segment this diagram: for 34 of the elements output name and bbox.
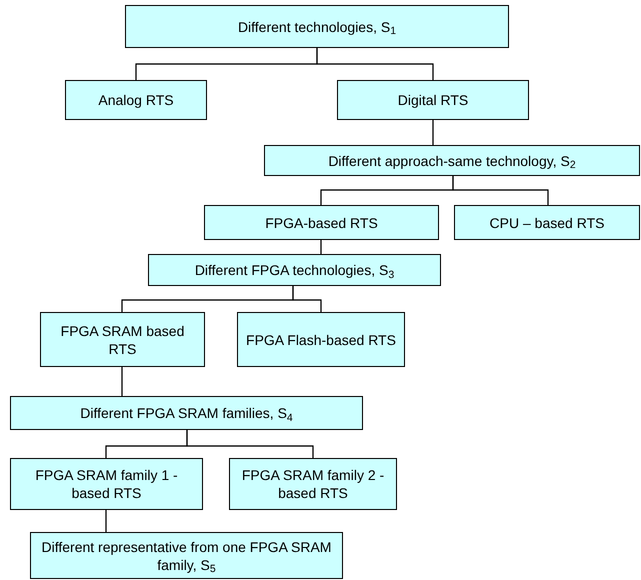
- box-label: Different approach-same technology, S$_{2}$: [328, 152, 576, 170]
- connector-line: [320, 240, 322, 254]
- category-box: [454, 205, 640, 240]
- box-label: Different representative from one FPGA SRAM family, S$_{5}$: [40, 538, 332, 574]
- category-box: [30, 532, 343, 579]
- box-label: FPGA-based RTS: [265, 214, 378, 232]
- box-label: FPGA SRAM family 1 - based RTS: [34, 466, 179, 502]
- box-label: FPGA SRAM family 2 - based RTS: [240, 466, 386, 502]
- box-label: FPGA SRAM based RTS: [60, 322, 186, 358]
- connector-line: [186, 430, 314, 458]
- category-box: [10, 396, 363, 430]
- box-label: Different FPGA SRAM families, S$_{4}$: [80, 404, 293, 422]
- category-box: [264, 145, 640, 176]
- category-box: [40, 312, 205, 367]
- connector-line: [292, 286, 322, 312]
- box-label: Different technologies, S$_{1}$: [238, 18, 396, 36]
- connector-line: [105, 510, 107, 532]
- box-label: Analog RTS: [98, 91, 174, 109]
- category-box: [148, 254, 441, 286]
- box-label: Different FPGA technologies, S$_{3}$: [194, 261, 394, 279]
- connector-line: [316, 48, 434, 80]
- category-box: [237, 312, 405, 367]
- connector-line: [121, 367, 123, 396]
- category-box: [229, 458, 397, 510]
- box-label: Digital RTS: [398, 91, 468, 109]
- category-box: [204, 205, 439, 240]
- category-box: [125, 5, 509, 48]
- connector-line: [452, 176, 549, 205]
- category-box: [337, 80, 529, 120]
- box-label: CPU – based RTS: [490, 214, 604, 232]
- box-label: FPGA Flash-based RTS: [246, 330, 396, 348]
- connector-line: [432, 120, 434, 145]
- category-box: [10, 458, 203, 510]
- category-box: [65, 80, 207, 120]
